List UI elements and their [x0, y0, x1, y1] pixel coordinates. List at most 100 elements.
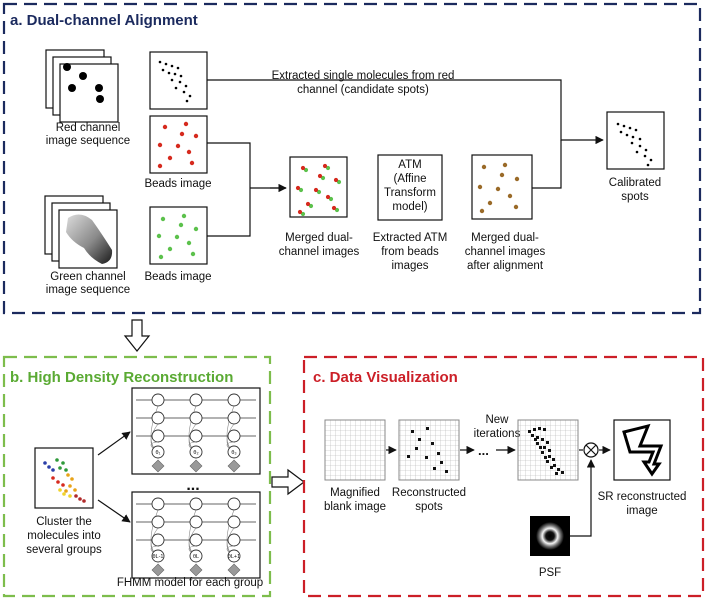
red-bead [157, 163, 163, 169]
merged-red-bead [331, 205, 337, 211]
panel-b-title: b. High Density Reconstruction [10, 369, 233, 386]
grid-spot [557, 468, 560, 471]
grid-spot [548, 455, 551, 458]
magnified-label-1: Magnified [330, 487, 380, 499]
psf-label: PSF [539, 567, 561, 579]
aligned-bead [507, 193, 513, 199]
candidate-spot [188, 94, 192, 98]
grid-spot [445, 470, 448, 473]
calibrated-spot [622, 124, 626, 128]
grid-spot [548, 449, 551, 452]
grid-spot [538, 427, 541, 430]
atm-label-3: images [391, 260, 428, 272]
grid-spot [437, 452, 440, 455]
iteration-ellipsis: ... [478, 443, 489, 458]
fhmm-node-label: θL [193, 554, 199, 560]
cluster-point [78, 497, 82, 501]
red-seq-label-2: image sequence [46, 135, 130, 147]
red-bead [175, 143, 181, 149]
candidate-spot [173, 72, 177, 76]
green-bead [174, 234, 180, 240]
candidate-spot [170, 64, 174, 68]
calibrated-spots-image [606, 111, 665, 170]
panel-a: a. Dual-channel Alignment Red channel im… [2, 2, 702, 315]
cluster-point [58, 488, 62, 492]
cluster-point [56, 480, 60, 484]
cluster-label-3: several groups [26, 544, 102, 556]
grid-spot [546, 460, 549, 463]
grid-spot [534, 438, 537, 441]
grid-spot [553, 464, 556, 467]
sr-label-2: image [626, 505, 657, 517]
red-bead [157, 142, 163, 148]
atm-text-2: (Affine [393, 173, 426, 185]
merged-red-bead [333, 177, 339, 183]
merged-red-bead [313, 187, 319, 193]
candidate-spot [161, 68, 165, 72]
atm-label-2: from beads [381, 246, 439, 258]
reconstructed-label-2: spots [415, 501, 443, 513]
candidate-spot [176, 66, 180, 70]
red-bead [179, 131, 185, 137]
grid-spot [528, 430, 531, 433]
grid-spot [415, 447, 418, 450]
grid-spot [550, 466, 553, 469]
merged-red-bead [295, 185, 301, 191]
candidate-spot [174, 86, 178, 90]
merged-green-bead [308, 203, 314, 209]
merged-green-bead [336, 179, 342, 185]
green-bead [158, 254, 164, 260]
lightning-icon [622, 423, 664, 477]
green-seq-label-2: image sequence [46, 284, 130, 296]
grid-spot [407, 455, 410, 458]
candidate-spot [158, 60, 162, 64]
merged-green-bead [328, 196, 334, 202]
grid-spot [426, 427, 429, 430]
aligned-bead [499, 172, 505, 178]
psf-spot [536, 522, 564, 550]
grid-spot [543, 446, 546, 449]
green-bead [167, 246, 173, 252]
red-bead [186, 149, 192, 155]
grid-spot [546, 441, 549, 444]
cluster-point [43, 461, 47, 465]
panel-b-frame [2, 355, 272, 598]
red-bead [183, 121, 189, 127]
grid-spot [536, 436, 539, 439]
calibrated-spot [646, 163, 650, 167]
atm-text-1: ATM [398, 159, 421, 171]
cluster-image [34, 447, 94, 509]
merged-label-1: Merged dual- [285, 232, 353, 244]
grid-spot [552, 458, 555, 461]
calibrated-spot [638, 137, 642, 141]
panel-b: b. High Density Reconstruction Cluster t… [2, 355, 272, 598]
cluster-point [62, 492, 66, 496]
calibrated-spot [628, 126, 632, 130]
green-bead [156, 233, 162, 239]
fhmm-node-label: θ₃ [231, 450, 236, 456]
aligned-bead [481, 164, 487, 170]
right-flow-arrow [271, 468, 305, 496]
calibrated-spot [625, 133, 629, 137]
aligned-bead [487, 200, 493, 206]
magnified-label-2: blank image [324, 501, 386, 513]
grid-spot [531, 434, 534, 437]
aligned-bead [479, 208, 485, 214]
green-bead [181, 213, 187, 219]
red-bead [167, 155, 173, 161]
merged-green-bead [298, 187, 304, 193]
candidate-spot [167, 71, 171, 75]
extracted-text-1: Extracted single molecules from red [272, 70, 455, 82]
merged-after-label-1: Merged dual- [471, 232, 539, 244]
atm-label-1: Extracted ATM [373, 232, 448, 244]
calibrated-spot [630, 141, 634, 145]
fhmm-label: FHMM model for each group [117, 577, 263, 589]
candidate-spot [178, 80, 182, 84]
green-beads-label: Beads image [144, 271, 211, 283]
calibrated-spot [644, 148, 648, 152]
atm-text-3: Transform [384, 187, 436, 199]
cluster-point [68, 494, 72, 498]
candidate-spot [185, 99, 189, 103]
aligned-bead [502, 162, 508, 168]
